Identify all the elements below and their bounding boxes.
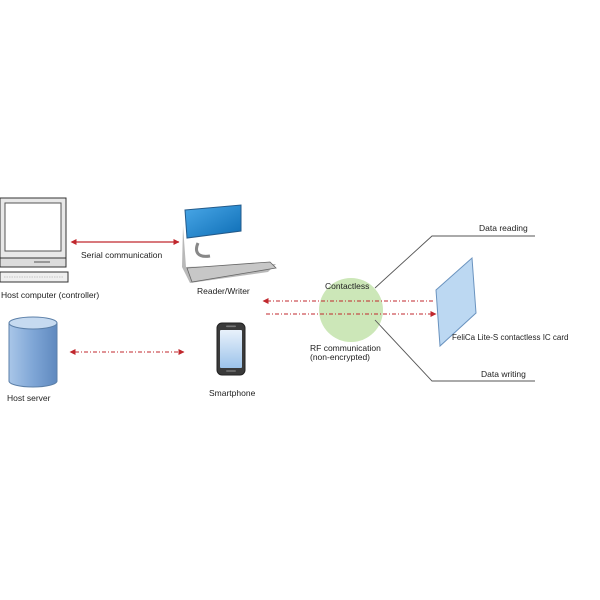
smartphone-icon — [216, 322, 246, 376]
felica-card-icon — [435, 256, 477, 348]
host-server-icon — [8, 316, 58, 388]
contactless-label: Contactless — [325, 281, 370, 291]
smartphone-label: Smartphone — [209, 388, 256, 398]
data-reading-line — [374, 235, 535, 289]
rf-non-encrypted-label: (non-encrypted) — [310, 352, 371, 362]
felica-card-label: FeliCa Lite-S contactless IC card — [452, 333, 569, 342]
host-computer-icon — [0, 197, 69, 283]
reader-writer-icon — [182, 204, 277, 283]
data-reading-label: Data reading — [479, 223, 528, 233]
data-writing-line — [374, 319, 535, 382]
reader-writer-label: Reader/Writer — [197, 286, 250, 296]
host-server-label: Host server — [7, 393, 51, 403]
serial-communication-label: Serial communication — [81, 250, 163, 260]
rf-field-circle — [319, 278, 383, 342]
data-writing-label: Data writing — [481, 369, 526, 379]
host-computer-label: Host computer (controller) — [1, 290, 100, 300]
rf-communication-label: RF communication — [310, 343, 381, 353]
